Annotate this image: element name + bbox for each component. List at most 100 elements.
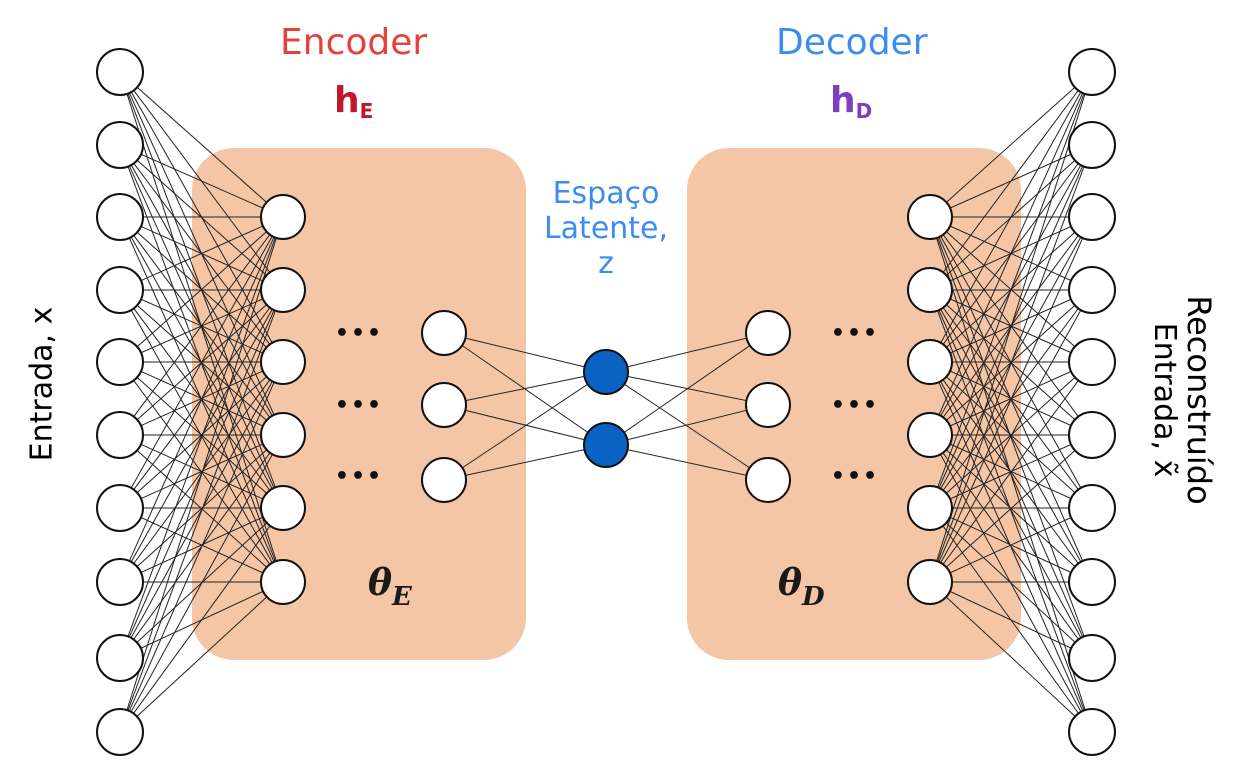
edge-encoder-latent: [443, 332, 607, 373]
ellipsis: •••: [831, 321, 879, 346]
ellipses: ••• ••• ••• ••• ••• •••: [335, 321, 879, 489]
encoder-neuron: [260, 267, 306, 313]
latent-neuron: [583, 349, 629, 395]
edge-input-hidden: [119, 289, 284, 733]
output-neuron: [1068, 266, 1116, 314]
output-label: Reconstruído Entrada, x̃: [1147, 295, 1218, 505]
input-neuron: [96, 634, 144, 682]
edge-input-hidden: [119, 144, 284, 218]
decoder-theta-symbol: θ: [778, 562, 803, 604]
decoder-neuron: [907, 339, 953, 385]
edge-encoder-latent: [443, 404, 607, 446]
edge-input-hidden: [119, 434, 284, 583]
neurons: [96, 48, 1116, 756]
connections: [119, 71, 1093, 733]
encoder-theta-subscript: E: [392, 582, 412, 612]
encoder-params-label: θE: [368, 562, 412, 612]
edge-latent-decoder: [605, 444, 769, 481]
edge-hidden-output: [929, 71, 1093, 509]
output-label-line1: Reconstruído: [1180, 295, 1218, 505]
decoder-neuron: [907, 559, 953, 605]
output-neuron: [1068, 121, 1116, 169]
ellipsis: •••: [831, 393, 879, 418]
encoder-hidden-symbol: h: [334, 80, 360, 121]
encoder-theta-symbol: θ: [368, 562, 393, 604]
edge-input-hidden: [119, 216, 284, 363]
edge-input-hidden: [119, 361, 284, 583]
edge-latent-decoder: [605, 332, 769, 373]
ellipsis: •••: [335, 321, 383, 346]
edge-hidden-output: [929, 361, 1093, 583]
input-neuron: [96, 708, 144, 756]
encoder-hidden-label: hE: [334, 80, 373, 123]
output-neuron: [1068, 338, 1116, 386]
edge-input-hidden: [119, 216, 284, 436]
edge-hidden-output: [929, 71, 1093, 436]
decoder-neuron: [745, 457, 791, 503]
edge-latent-decoder: [605, 371, 769, 481]
encoder-neuron: [421, 310, 467, 356]
encoder-neuron: [260, 339, 306, 385]
decoder-neuron: [907, 194, 953, 240]
output-neuron: [1068, 634, 1116, 682]
encoder-neuron: [260, 194, 306, 240]
input-neuron: [96, 266, 144, 314]
latent-space-label: Espaço Latente, z: [543, 176, 669, 281]
decoder-neuron: [745, 310, 791, 356]
decoder-theta-subscript: D: [802, 582, 825, 612]
encoder-neuron: [260, 485, 306, 531]
encoder-neuron: [421, 382, 467, 428]
ellipsis: •••: [335, 393, 383, 418]
edge-hidden-output: [929, 289, 1093, 583]
input-neuron: [96, 48, 144, 96]
edge-input-hidden: [119, 581, 284, 733]
decoder-title: Decoder: [776, 22, 928, 63]
output-neuron: [1068, 193, 1116, 241]
output-neuron: [1068, 411, 1116, 459]
edge-input-hidden: [119, 434, 284, 733]
decoder-hidden-label: hD: [830, 80, 872, 123]
edge-hidden-output: [929, 71, 1093, 291]
output-neuron: [1068, 484, 1116, 532]
edge-encoder-latent: [443, 371, 607, 481]
edge-input-hidden: [119, 216, 284, 291]
input-neuron: [96, 193, 144, 241]
decoder-params-label: θD: [778, 562, 825, 612]
edge-latent-decoder: [605, 332, 769, 446]
edge-hidden-output: [929, 71, 1093, 583]
edge-input-hidden: [119, 216, 284, 733]
edge-input-hidden: [119, 216, 284, 509]
edge-input-hidden: [119, 216, 284, 659]
edge-hidden-output: [929, 216, 1093, 583]
decoder-neuron: [907, 412, 953, 458]
output-neuron: [1068, 48, 1116, 96]
output-neuron: [1068, 558, 1116, 606]
encoder-title: Encoder: [280, 22, 428, 63]
decoder-neuron: [907, 267, 953, 313]
edge-input-hidden: [119, 216, 284, 583]
edge-encoder-latent: [443, 371, 607, 406]
encoder-neuron: [260, 412, 306, 458]
input-label: Entrada, x: [24, 306, 60, 462]
edge-input-hidden: [119, 507, 284, 733]
edge-input-hidden: [119, 361, 284, 733]
edge-hidden-output: [929, 581, 1093, 659]
ellipsis: •••: [335, 464, 383, 489]
decoder-neuron: [907, 485, 953, 531]
input-neuron: [96, 411, 144, 459]
input-neuron: [96, 121, 144, 169]
edge-hidden-output: [929, 434, 1093, 583]
edge-hidden-output: [929, 507, 1093, 583]
edge-encoder-latent: [443, 444, 607, 481]
latent-neuron: [583, 422, 629, 468]
edge-hidden-output: [929, 581, 1093, 733]
input-neuron: [96, 558, 144, 606]
ellipsis: •••: [831, 464, 879, 489]
encoder-neuron: [421, 457, 467, 503]
edge-input-hidden: [119, 289, 284, 583]
decoder-hidden-symbol: h: [830, 80, 856, 121]
decoder-neuron: [745, 382, 791, 428]
edge-input-hidden: [119, 71, 284, 218]
decoder-hidden-subscript: D: [855, 99, 873, 123]
